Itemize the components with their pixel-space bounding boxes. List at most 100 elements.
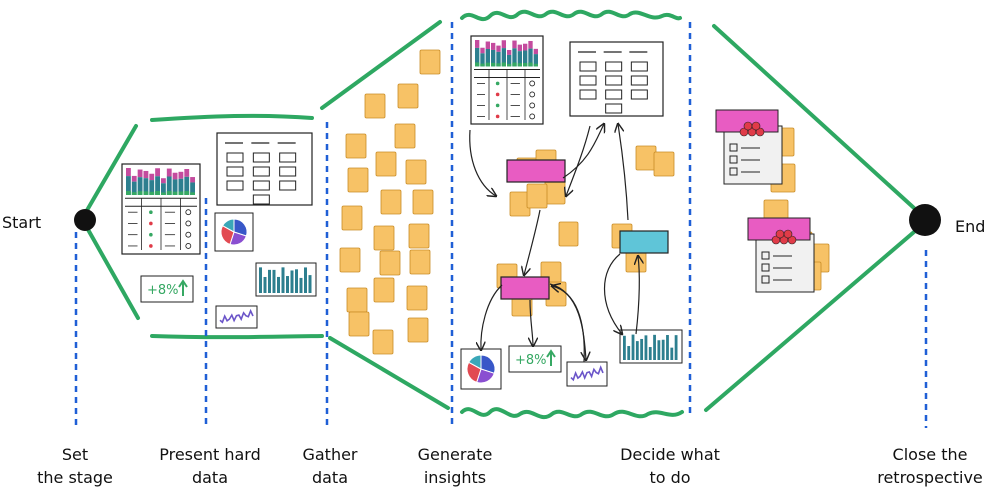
insights-dashboard-status-2 <box>495 103 500 108</box>
hard-data-dashboard-status-3 <box>149 244 153 248</box>
outline-top-flat <box>150 113 314 122</box>
insight-metric-up-arrow <box>546 349 556 366</box>
insights-dashboard-bar-a-9 <box>523 43 528 51</box>
outline-bottom-left <box>84 224 140 320</box>
insights-dashboard-bar-a-6 <box>507 49 512 55</box>
insights-dashboard-ring-0 <box>529 80 536 87</box>
hard-data-dashboard-ring-1 <box>185 220 192 227</box>
hard-data-dashboard-bar-b-7 <box>166 176 172 195</box>
hard-data-dashboard-bar-b-8 <box>172 179 178 195</box>
sticky-note-gather-18 <box>406 285 428 311</box>
sticky-note-gather-6 <box>405 159 427 185</box>
arrow-bars-to-cyan <box>636 256 639 335</box>
sticky-note-insight-pink-sticky-2 <box>544 179 566 205</box>
arrow-spark-to-mid <box>552 286 585 363</box>
sticky-note-gather-13 <box>339 247 361 273</box>
insights-kanban-card-0-1 <box>579 75 597 86</box>
hard-data-dashboard-bar-a-11 <box>190 177 195 183</box>
hard-data-dashboard-bar-b-11 <box>190 182 195 195</box>
insights-kanban-card-2-2 <box>630 89 648 100</box>
hard-data-pie-slice-3 <box>221 218 235 233</box>
insights-dashboard-bar-c-9 <box>523 62 528 67</box>
arrow-cyan-to-bars <box>603 253 623 334</box>
arrow-kanban-to-card <box>566 125 591 196</box>
hard-data-sparkline <box>215 305 258 329</box>
close-card-top-token-3 <box>743 121 753 131</box>
insight-metric-value: +8% <box>515 353 547 368</box>
insights-dashboard-bar-b-9 <box>523 50 528 67</box>
insights-kanban-frame <box>569 41 664 117</box>
sticky-note-gather-1 <box>397 83 419 109</box>
insight-bar-chart-bar-1 <box>627 346 631 360</box>
insight-bar-chart-bar-5 <box>644 335 648 360</box>
insights-dashboard-bar-a-8 <box>517 44 522 52</box>
hard-data-dashboard-bar-b-1 <box>131 181 137 195</box>
hard-data-kanban-card-2-1 <box>279 166 297 177</box>
hard-data-dashboard-bar-a-0 <box>126 168 131 177</box>
close-card-top-check-0 <box>729 143 738 152</box>
phase-label-close-the-retrospective: Close the retrospective <box>877 445 983 487</box>
arrow-cyan-to-kanban <box>618 124 629 221</box>
hard-data-dashboard-bar-c-11 <box>190 192 195 195</box>
hard-data-bar-chart-bar-7 <box>290 270 294 293</box>
hard-data-dashboard-bar-a-6 <box>161 178 166 184</box>
phase-dividers <box>74 22 928 428</box>
outline-bottom-expand <box>328 336 450 410</box>
arrow-mid-to-pie <box>481 284 503 350</box>
insight-pink-card-top <box>506 159 566 183</box>
sticky-note-gather-7 <box>347 167 369 193</box>
sticky-note-gather-19 <box>372 329 394 355</box>
insight-bar-chart-bar-12 <box>674 335 678 360</box>
insights-dashboard-bar-b-3 <box>491 49 496 67</box>
sticky-note-gather-9 <box>412 189 434 215</box>
insight-bar-chart-bar-4 <box>640 338 644 360</box>
insights-dashboard-bar-c-10 <box>528 62 533 67</box>
insights-dashboard-bar-c-4 <box>496 63 501 67</box>
sticky-note-gather-4 <box>345 133 367 159</box>
hard-data-bar-chart-bar-10 <box>304 267 307 293</box>
hard-data-dashboard-bar-c-5 <box>155 190 160 195</box>
insights-dashboard-ring-3 <box>529 113 536 120</box>
insight-pink-card-mid <box>500 276 550 300</box>
hard-data-dashboard-bar-c-1 <box>131 192 137 195</box>
hard-data-bar-chart-bar-6 <box>286 276 289 293</box>
sticky-note-gather-17 <box>373 277 395 303</box>
arrow-mid-to-metric <box>530 299 533 346</box>
hard-data-bar-chart-bar-8 <box>295 269 298 293</box>
insights-dashboard-bar-c-7 <box>512 62 517 67</box>
hard-data-kanban-card-1-3 <box>252 194 270 205</box>
diamond-outline <box>84 9 916 420</box>
hard-data-bar-chart-bar-1 <box>263 276 267 293</box>
arrow-card-to-mid <box>524 209 541 275</box>
hard-data-dashboard-bar-a-7 <box>166 168 172 177</box>
sticky-note-insight-lone-sticky <box>558 221 579 247</box>
insight-metric-frame <box>508 345 562 373</box>
hard-data-dashboard-ring-2 <box>185 231 192 238</box>
sticky-note-gather-8 <box>380 189 402 215</box>
sticky-note-insight-right-sticky-1 <box>653 151 675 177</box>
insight-pie-slice-3 <box>468 354 482 370</box>
phase-label-generate-insights: Generate insights <box>417 445 493 487</box>
hard-data-dashboard-bar-a-5 <box>155 168 160 177</box>
insights-dashboard-ring-1 <box>529 91 536 98</box>
hard-data-metric-value: +8% <box>147 283 179 298</box>
sticky-note-gather-3 <box>394 123 416 149</box>
hard-data-dashboard-bar-b-4 <box>149 180 155 195</box>
hard-data-dashboard-bar-c-10 <box>184 191 190 195</box>
insights-dashboard-bar-b-5 <box>501 48 506 67</box>
close-card-bottom-token-3 <box>775 229 785 239</box>
hard-data-dashboard-bar-a-9 <box>178 171 184 179</box>
insight-pie <box>460 348 502 390</box>
insight-arrows <box>469 124 640 363</box>
insights-dashboard-status-3 <box>495 114 500 119</box>
insight-bar-chart-bar-8 <box>657 340 661 360</box>
sticky-note-insight-right-sticky-0 <box>635 145 657 171</box>
insight-bar-chart-bar-9 <box>661 339 665 360</box>
insight-pie-slice-0 <box>480 354 496 374</box>
insight-bar-chart-bar-10 <box>666 335 669 360</box>
start-dot <box>74 209 96 231</box>
insights-dashboard-bar-a-5 <box>501 40 506 49</box>
hard-data-bar-chart-bar-11 <box>308 275 312 293</box>
hard-data-bar-chart-bar-0 <box>259 267 262 293</box>
